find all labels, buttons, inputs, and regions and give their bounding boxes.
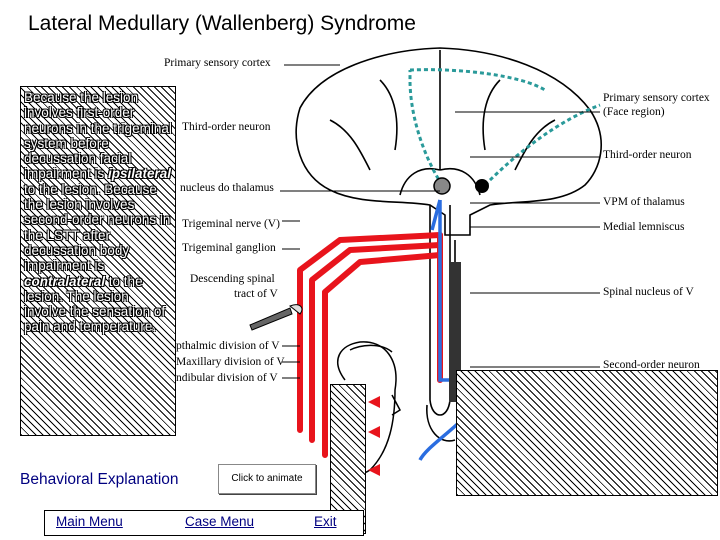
exit-link[interactable]: Exit	[314, 514, 337, 529]
label-right-primary-sensory-cortex: Primary sensory cortex	[603, 92, 710, 104]
label-nucleus-thalamus: nucleus do thalamus	[180, 182, 274, 194]
thalamus-nucleus-right	[475, 179, 489, 193]
contralateral-emphasis: contralateral	[24, 273, 106, 289]
label-descending-spinal: Descending spinal	[190, 273, 275, 285]
label-medial-lemniscus: Medial lemniscus	[603, 221, 685, 233]
explanation-panel	[20, 86, 176, 436]
teal-pathway	[408, 68, 601, 187]
page-title: Lateral Medullary (Wallenberg) Syndrome	[28, 12, 416, 35]
behavioral-explanation-link[interactable]: Behavioral Explanation	[20, 471, 179, 488]
label-face-region: (Face region)	[603, 106, 665, 118]
label-right-third-order-neuron: Third-order neuron	[603, 149, 692, 161]
case-menu-link[interactable]: Case Menu	[185, 514, 255, 529]
label-mandibular-division: ndibular division of V	[176, 372, 278, 384]
label-third-order-neuron: Third-order neuron	[182, 121, 271, 133]
animate-button[interactable]: Click to animate	[218, 464, 316, 494]
scalpel-icon	[249, 304, 303, 331]
nav-bar	[44, 510, 364, 536]
label-ophthalmic-division: pthalmic division of V	[176, 340, 280, 352]
label-maxillary-division: Maxillary division of V	[176, 356, 285, 368]
ipsilateral-emphasis: ipsilateral	[108, 166, 172, 182]
label-second-order-neuron: Second-order neuron	[603, 359, 700, 371]
thalamus-nucleus-left	[433, 177, 451, 195]
label-primary-sensory-cortex: Primary sensory cortex	[164, 57, 271, 69]
spinal-nucleus-column	[449, 262, 461, 402]
face-arrow-markers	[368, 396, 380, 476]
explanation-text: Because the lesion involves first-order …	[24, 90, 172, 335]
label-trigeminal-ganglion: Trigeminal ganglion	[182, 242, 276, 254]
label-spinal-nucleus: Spinal nucleus of V	[603, 286, 694, 298]
label-trigeminal-nerve: Trigeminal nerve (V)	[182, 218, 280, 230]
main-menu-link[interactable]: Main Menu	[56, 514, 123, 529]
right-hatched-overlay	[456, 370, 718, 496]
label-vpm-thalamus: VPM of thalamus	[603, 196, 685, 208]
face-hatched-overlay	[330, 384, 366, 534]
label-leaders	[280, 64, 600, 379]
label-tract-of-v: tract of V	[234, 288, 278, 300]
